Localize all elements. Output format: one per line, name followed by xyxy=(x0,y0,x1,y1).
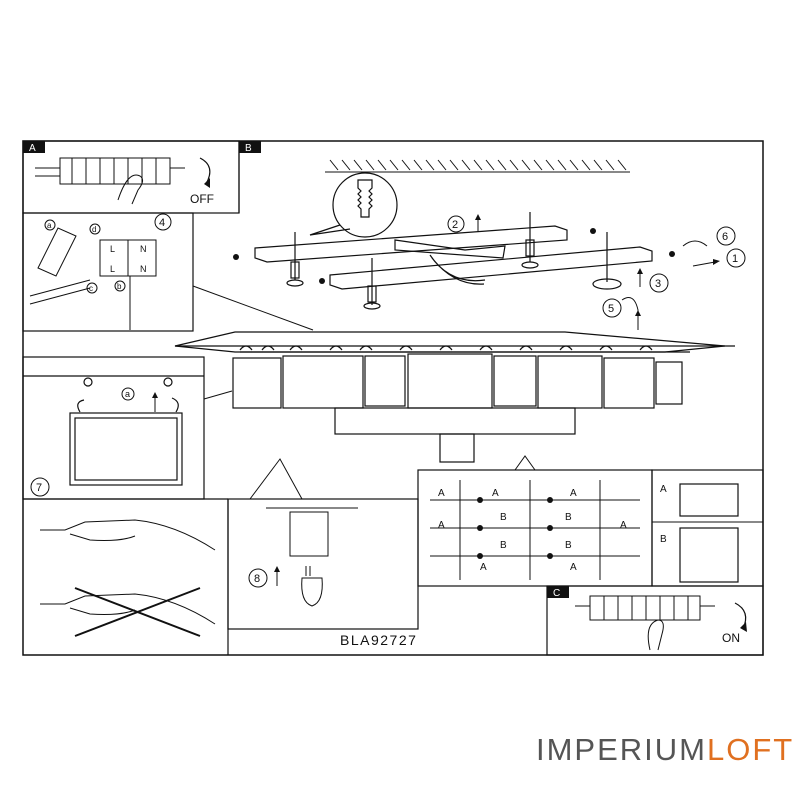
svg-text:B: B xyxy=(565,540,572,551)
rotate-arrow-icon xyxy=(682,240,708,247)
terminal-block-off xyxy=(35,157,185,185)
hand-icon xyxy=(117,174,144,205)
step-2: 2 xyxy=(447,214,481,233)
svg-text:1: 1 xyxy=(732,253,738,265)
svg-text:A: A xyxy=(492,488,499,499)
svg-text:B: B xyxy=(565,512,572,523)
on-label: ON xyxy=(722,631,740,645)
step-5: 5 xyxy=(602,297,641,330)
svg-text:2: 2 xyxy=(452,219,458,231)
mounting-bracket xyxy=(254,212,653,310)
panel-a-tag: A xyxy=(29,143,36,154)
panel-b: B xyxy=(238,141,261,213)
g9-bulb-icon xyxy=(301,566,323,607)
step-3: 3 xyxy=(637,268,669,293)
svg-text:d: d xyxy=(92,225,96,234)
svg-text:c: c xyxy=(89,284,93,293)
svg-text:A: A xyxy=(480,562,487,573)
glass-layout-grid: A A A B B A B B A A A xyxy=(417,455,653,587)
wiring-step-number: 4 xyxy=(159,217,165,229)
hang-glass-panel: a 7 xyxy=(22,356,233,500)
step-1: 1 xyxy=(692,248,746,268)
panel-b-tag: B xyxy=(245,143,252,154)
svg-text:5: 5 xyxy=(608,303,614,315)
svg-text:A: A xyxy=(570,488,577,499)
terminal-block-on xyxy=(575,595,715,621)
ceiling-hatch xyxy=(325,159,630,173)
panel-a: A OFF xyxy=(22,140,240,214)
step-8: 8 xyxy=(254,573,260,585)
svg-text:N: N xyxy=(140,264,147,274)
svg-text:6: 6 xyxy=(722,231,728,243)
glass-b-label: B xyxy=(660,534,667,545)
svg-text:a: a xyxy=(125,389,130,399)
svg-text:A: A xyxy=(570,562,577,573)
glass-legend: A B xyxy=(651,469,764,587)
anchor-zoom-bubble xyxy=(309,172,398,238)
handle-bulb-panel xyxy=(40,519,216,637)
wiring-inset: 4 L N L N a b c d xyxy=(22,212,314,332)
panel-c-tag: C xyxy=(553,588,560,599)
svg-text:A: A xyxy=(438,520,445,531)
svg-text:a: a xyxy=(47,221,52,230)
brand-logo: IMPERIUMLOFT xyxy=(536,732,794,768)
glass-a-label: A xyxy=(660,484,667,495)
wall-anchor-icon xyxy=(357,179,373,218)
svg-text:L: L xyxy=(110,244,115,254)
brand-part2: LOFT xyxy=(707,732,795,767)
step-7: 7 xyxy=(36,482,42,494)
connector-cover-icon xyxy=(37,227,77,277)
chandelier-body xyxy=(174,331,735,463)
model-code: BLA92727 xyxy=(340,632,417,648)
svg-text:3: 3 xyxy=(655,278,661,290)
panel-c: C ON xyxy=(546,585,764,656)
bulb-panel: 8 BLA92727 xyxy=(227,458,419,648)
step-6: 6 xyxy=(682,226,736,247)
screw-icons xyxy=(233,228,675,284)
hand-icon xyxy=(647,619,664,651)
brand-part1: IMPERIUM xyxy=(536,732,707,767)
off-label: OFF xyxy=(190,192,214,206)
power-cable xyxy=(429,254,486,285)
svg-text:N: N xyxy=(140,244,147,254)
svg-text:B: B xyxy=(500,512,507,523)
svg-text:B: B xyxy=(500,540,507,551)
svg-text:b: b xyxy=(117,282,122,291)
svg-text:A: A xyxy=(438,488,445,499)
svg-text:A: A xyxy=(620,520,627,531)
svg-text:L: L xyxy=(110,264,115,274)
